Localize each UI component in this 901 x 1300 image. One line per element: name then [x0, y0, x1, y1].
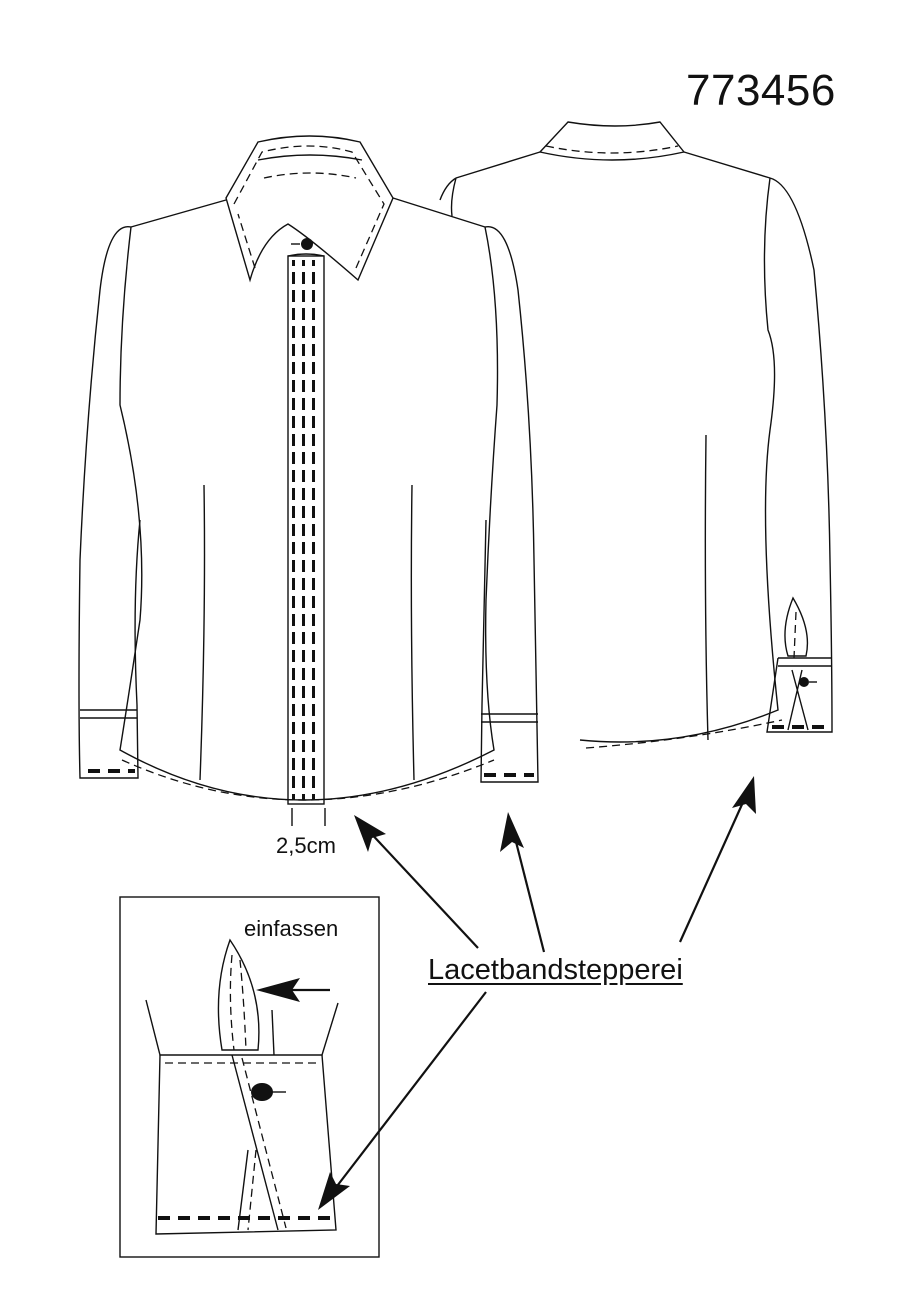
front-button: [301, 238, 313, 250]
inset-button: [251, 1083, 273, 1101]
front-right-sleeve: [480, 226, 539, 783]
back-body-outline: [450, 151, 779, 743]
cuff-detail-inset: [119, 896, 380, 1258]
front-view: [78, 135, 539, 826]
callout-label: Lacetbandstepperei: [428, 954, 683, 986]
front-left-sleeve: [78, 226, 141, 779]
back-cuff-button: [799, 677, 809, 687]
front-placket: [287, 255, 325, 805]
model-number: 773456: [686, 66, 836, 115]
back-sleeve: [766, 177, 833, 733]
inset-note-label: einfassen: [244, 916, 339, 941]
callout-arrows: [318, 776, 756, 1210]
inset-frame: [119, 896, 380, 1258]
measurement-label: 2,5cm: [276, 833, 336, 858]
back-view: [439, 121, 833, 749]
front-collar: [225, 135, 394, 283]
back-collar: [538, 121, 686, 161]
